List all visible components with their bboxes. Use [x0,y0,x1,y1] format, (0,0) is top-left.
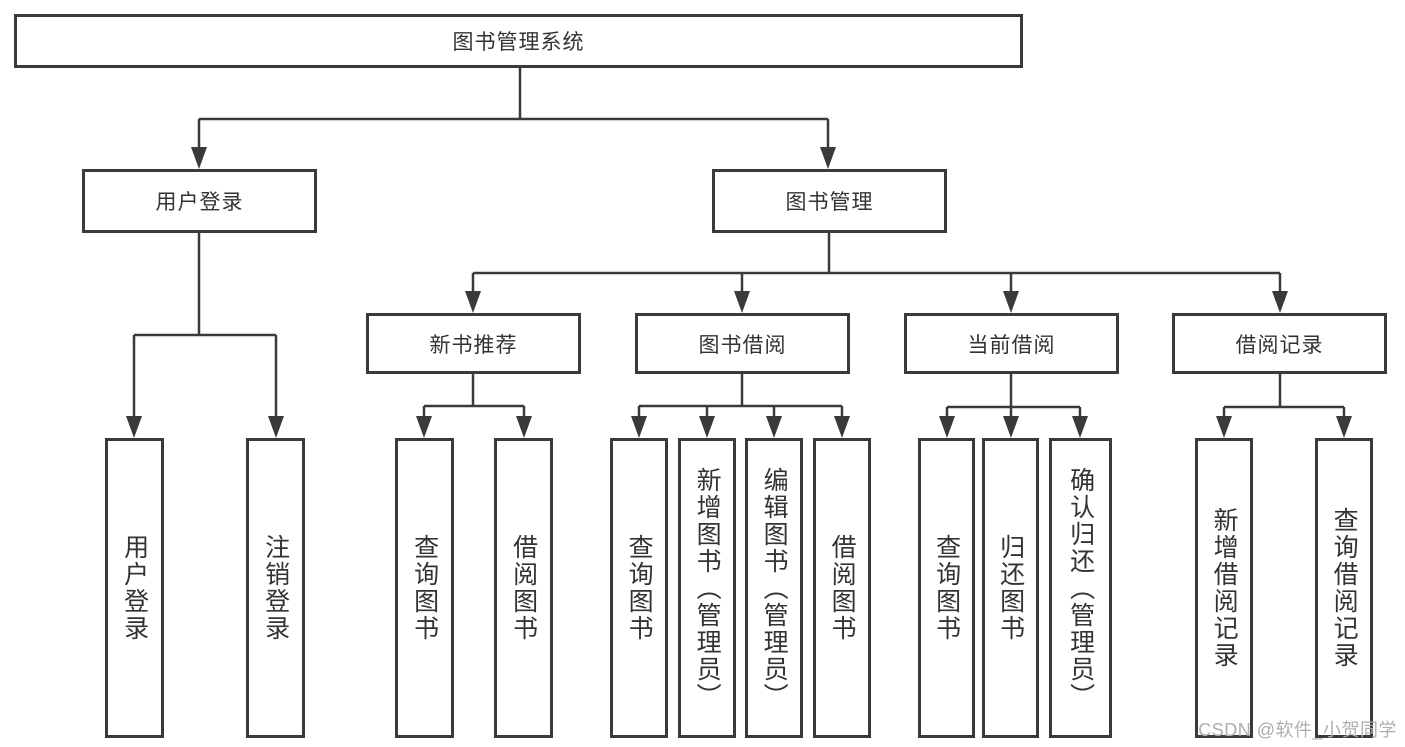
box-add-books-admin: 新增图书（管理员） [678,438,736,738]
csdn-watermark: CSDN @软件_小贺同学 [1198,720,1397,740]
connector-line [1222,374,1346,420]
connector-line [197,68,830,150]
box-query-books-borrow: 查询图书 [610,438,668,738]
arrowhead-icon [465,291,1288,313]
box-current-borrow-label: 当前借阅 [967,333,1056,357]
box-borrow-books-leaf-label: 借阅图书 [828,534,857,642]
box-confirm-return-admin-label: 确认归还（管理员） [1066,466,1095,710]
box-new-book-recommend-label: 新书推荐 [429,333,518,357]
box-return-books: 归还图书 [982,438,1039,738]
edge-current-borrow-to-children [939,374,1088,438]
box-current-borrow: 当前借阅 [904,313,1119,374]
box-book-borrow-label: 图书借阅 [698,333,787,357]
arrowhead-icon [191,147,836,169]
box-borrow-books-recommend-label: 借阅图书 [509,534,538,642]
arrowhead-icon [126,416,284,438]
box-query-books-recommend-label: 查询图书 [410,534,439,642]
box-add-books-admin-label: 新增图书（管理员） [693,466,722,710]
box-user-login-leaf: 用户登录 [105,438,164,738]
box-user-login-leaf-label: 用户登录 [120,534,149,642]
box-add-borrow-record: 新增借阅记录 [1195,438,1253,738]
box-query-books-current: 查询图书 [918,438,975,738]
box-borrow-books-recommend: 借阅图书 [494,438,553,738]
box-borrow-records: 借阅记录 [1172,313,1387,374]
box-edit-books-admin-label: 编辑图书（管理员） [760,466,789,710]
box-confirm-return-admin: 确认归还（管理员） [1049,438,1112,738]
connector-line [471,233,1282,295]
box-add-borrow-record-label: 新增借阅记录 [1210,507,1239,669]
box-book-management: 图书管理 [712,169,947,233]
arrowhead-icon [416,416,532,438]
edge-book-borrow-to-children [631,374,850,438]
box-return-books-label: 归还图书 [996,534,1025,642]
box-query-borrow-record-label: 查询借阅记录 [1330,507,1359,669]
box-query-books-borrow-label: 查询图书 [625,534,654,642]
box-book-management-label: 图书管理 [785,191,874,214]
connector-line [132,233,278,420]
box-library-system: 图书管理系统 [14,14,1023,68]
box-borrow-books-leaf: 借阅图书 [813,438,871,738]
box-user-login-label: 用户登录 [155,191,244,214]
connector-line [945,374,1082,420]
box-query-borrow-record: 查询借阅记录 [1315,438,1373,738]
edge-user-login-to-children [126,233,284,438]
box-book-borrow: 图书借阅 [635,313,850,374]
arrowhead-icon [631,416,850,438]
box-borrow-records-label: 借阅记录 [1235,333,1324,357]
arrowhead-icon [939,416,1088,438]
arrowhead-icon [1216,416,1352,438]
box-edit-books-admin: 编辑图书（管理员） [745,438,803,738]
box-logout-leaf: 注销登录 [246,438,305,738]
box-new-book-recommend: 新书推荐 [366,313,581,374]
box-query-books-current-label: 查询图书 [932,534,961,642]
edge-new-book-recommend-to-children [416,374,532,438]
box-user-login: 用户登录 [82,169,317,233]
box-library-system-label: 图书管理系统 [452,31,585,54]
connector-line [637,374,844,420]
edge-book-management-to-children [465,233,1288,313]
connector-line [422,374,526,420]
box-logout-leaf-label: 注销登录 [261,534,290,642]
box-query-books-recommend: 查询图书 [395,438,454,738]
edge-root-to-branches [191,68,836,169]
edge-borrow-records-to-children [1216,374,1352,438]
